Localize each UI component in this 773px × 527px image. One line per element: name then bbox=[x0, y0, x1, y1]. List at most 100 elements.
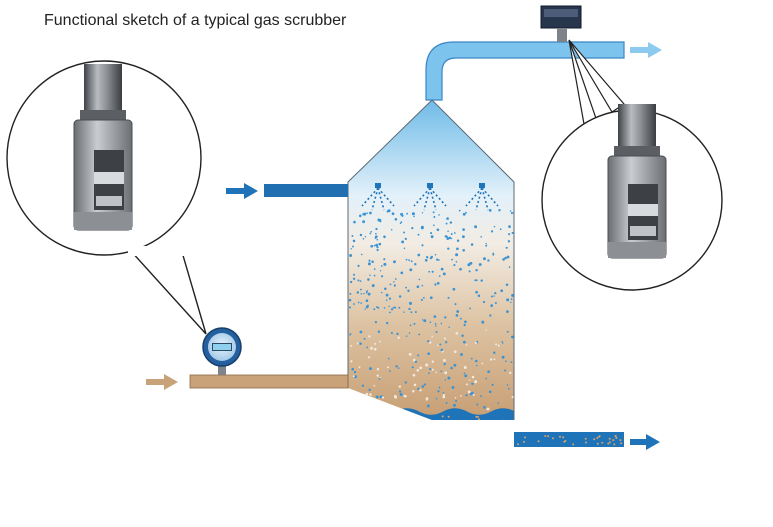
droplet bbox=[350, 360, 353, 363]
droplet bbox=[413, 383, 417, 387]
droplet bbox=[349, 254, 353, 257]
droplet bbox=[455, 314, 459, 317]
droplet bbox=[369, 367, 372, 371]
droplet bbox=[482, 300, 486, 304]
droplet bbox=[350, 344, 353, 347]
particle bbox=[435, 429, 437, 431]
droplet bbox=[455, 332, 459, 335]
droplet bbox=[434, 323, 437, 325]
pressure-gauge-icon bbox=[202, 327, 242, 375]
droplet bbox=[442, 391, 445, 394]
particle bbox=[359, 425, 361, 427]
particle bbox=[441, 415, 444, 418]
particle bbox=[585, 441, 587, 444]
droplet bbox=[428, 372, 430, 375]
droplet bbox=[362, 237, 365, 240]
droplet bbox=[370, 346, 373, 350]
droplet bbox=[447, 230, 449, 232]
droplet bbox=[366, 346, 369, 349]
droplet bbox=[423, 383, 426, 386]
particle bbox=[411, 428, 413, 430]
droplet bbox=[388, 305, 390, 308]
particle bbox=[356, 420, 358, 422]
droplet bbox=[461, 334, 464, 337]
droplet bbox=[351, 367, 354, 371]
droplet bbox=[502, 342, 504, 344]
particle bbox=[615, 437, 618, 439]
droplet bbox=[378, 242, 382, 246]
droplet bbox=[434, 253, 437, 256]
droplet bbox=[425, 363, 429, 367]
droplet bbox=[349, 333, 352, 335]
droplet bbox=[373, 347, 377, 351]
droplet bbox=[408, 332, 411, 334]
droplet bbox=[369, 232, 372, 235]
droplet bbox=[489, 358, 493, 361]
droplet bbox=[385, 293, 389, 297]
particle bbox=[596, 436, 599, 439]
droplet bbox=[369, 393, 372, 396]
particle bbox=[356, 422, 358, 424]
droplet bbox=[488, 209, 492, 212]
droplet bbox=[412, 373, 416, 377]
droplet bbox=[387, 357, 390, 360]
droplet bbox=[398, 295, 402, 298]
droplet bbox=[357, 264, 360, 267]
droplet bbox=[475, 359, 478, 363]
droplet bbox=[465, 394, 468, 397]
droplet bbox=[510, 361, 513, 363]
droplet bbox=[424, 258, 428, 262]
droplet bbox=[462, 228, 465, 231]
droplet bbox=[365, 392, 369, 396]
droplet bbox=[422, 296, 425, 299]
droplet bbox=[460, 317, 462, 320]
droplet bbox=[464, 320, 467, 324]
droplet bbox=[458, 209, 461, 212]
particle bbox=[524, 436, 527, 439]
droplet bbox=[472, 393, 475, 396]
particle bbox=[620, 442, 623, 445]
droplet bbox=[453, 350, 457, 354]
droplet bbox=[471, 375, 475, 379]
droplet bbox=[389, 283, 392, 286]
droplet bbox=[397, 336, 400, 339]
droplet bbox=[417, 253, 421, 257]
particle bbox=[598, 435, 601, 438]
particle bbox=[564, 440, 567, 442]
droplet bbox=[416, 285, 420, 289]
droplet bbox=[450, 237, 453, 240]
droplet bbox=[481, 362, 484, 365]
droplet bbox=[418, 333, 421, 336]
droplet bbox=[374, 342, 377, 345]
droplet bbox=[438, 386, 441, 389]
droplet bbox=[379, 270, 382, 272]
droplet bbox=[390, 308, 394, 311]
droplet bbox=[447, 376, 451, 380]
droplet-pattern bbox=[348, 209, 514, 433]
droplet bbox=[375, 232, 377, 235]
droplet bbox=[404, 381, 407, 384]
droplet bbox=[356, 291, 360, 294]
particle bbox=[608, 437, 611, 440]
droplet bbox=[381, 396, 385, 399]
droplet bbox=[430, 235, 434, 239]
droplet bbox=[394, 278, 397, 280]
particle bbox=[473, 431, 475, 433]
droplet bbox=[477, 294, 481, 298]
scrubber-tower bbox=[347, 99, 515, 433]
particle bbox=[544, 435, 547, 437]
droplet bbox=[421, 244, 424, 247]
droplet bbox=[368, 335, 371, 338]
particle bbox=[523, 440, 526, 443]
droplet bbox=[467, 390, 471, 394]
droplet bbox=[349, 280, 353, 284]
droplet bbox=[437, 344, 439, 347]
droplet bbox=[411, 212, 415, 216]
droplet bbox=[357, 279, 360, 282]
droplet bbox=[359, 280, 362, 282]
droplet bbox=[508, 266, 511, 268]
droplet bbox=[379, 220, 382, 223]
droplet bbox=[421, 284, 424, 287]
droplet bbox=[442, 393, 446, 397]
